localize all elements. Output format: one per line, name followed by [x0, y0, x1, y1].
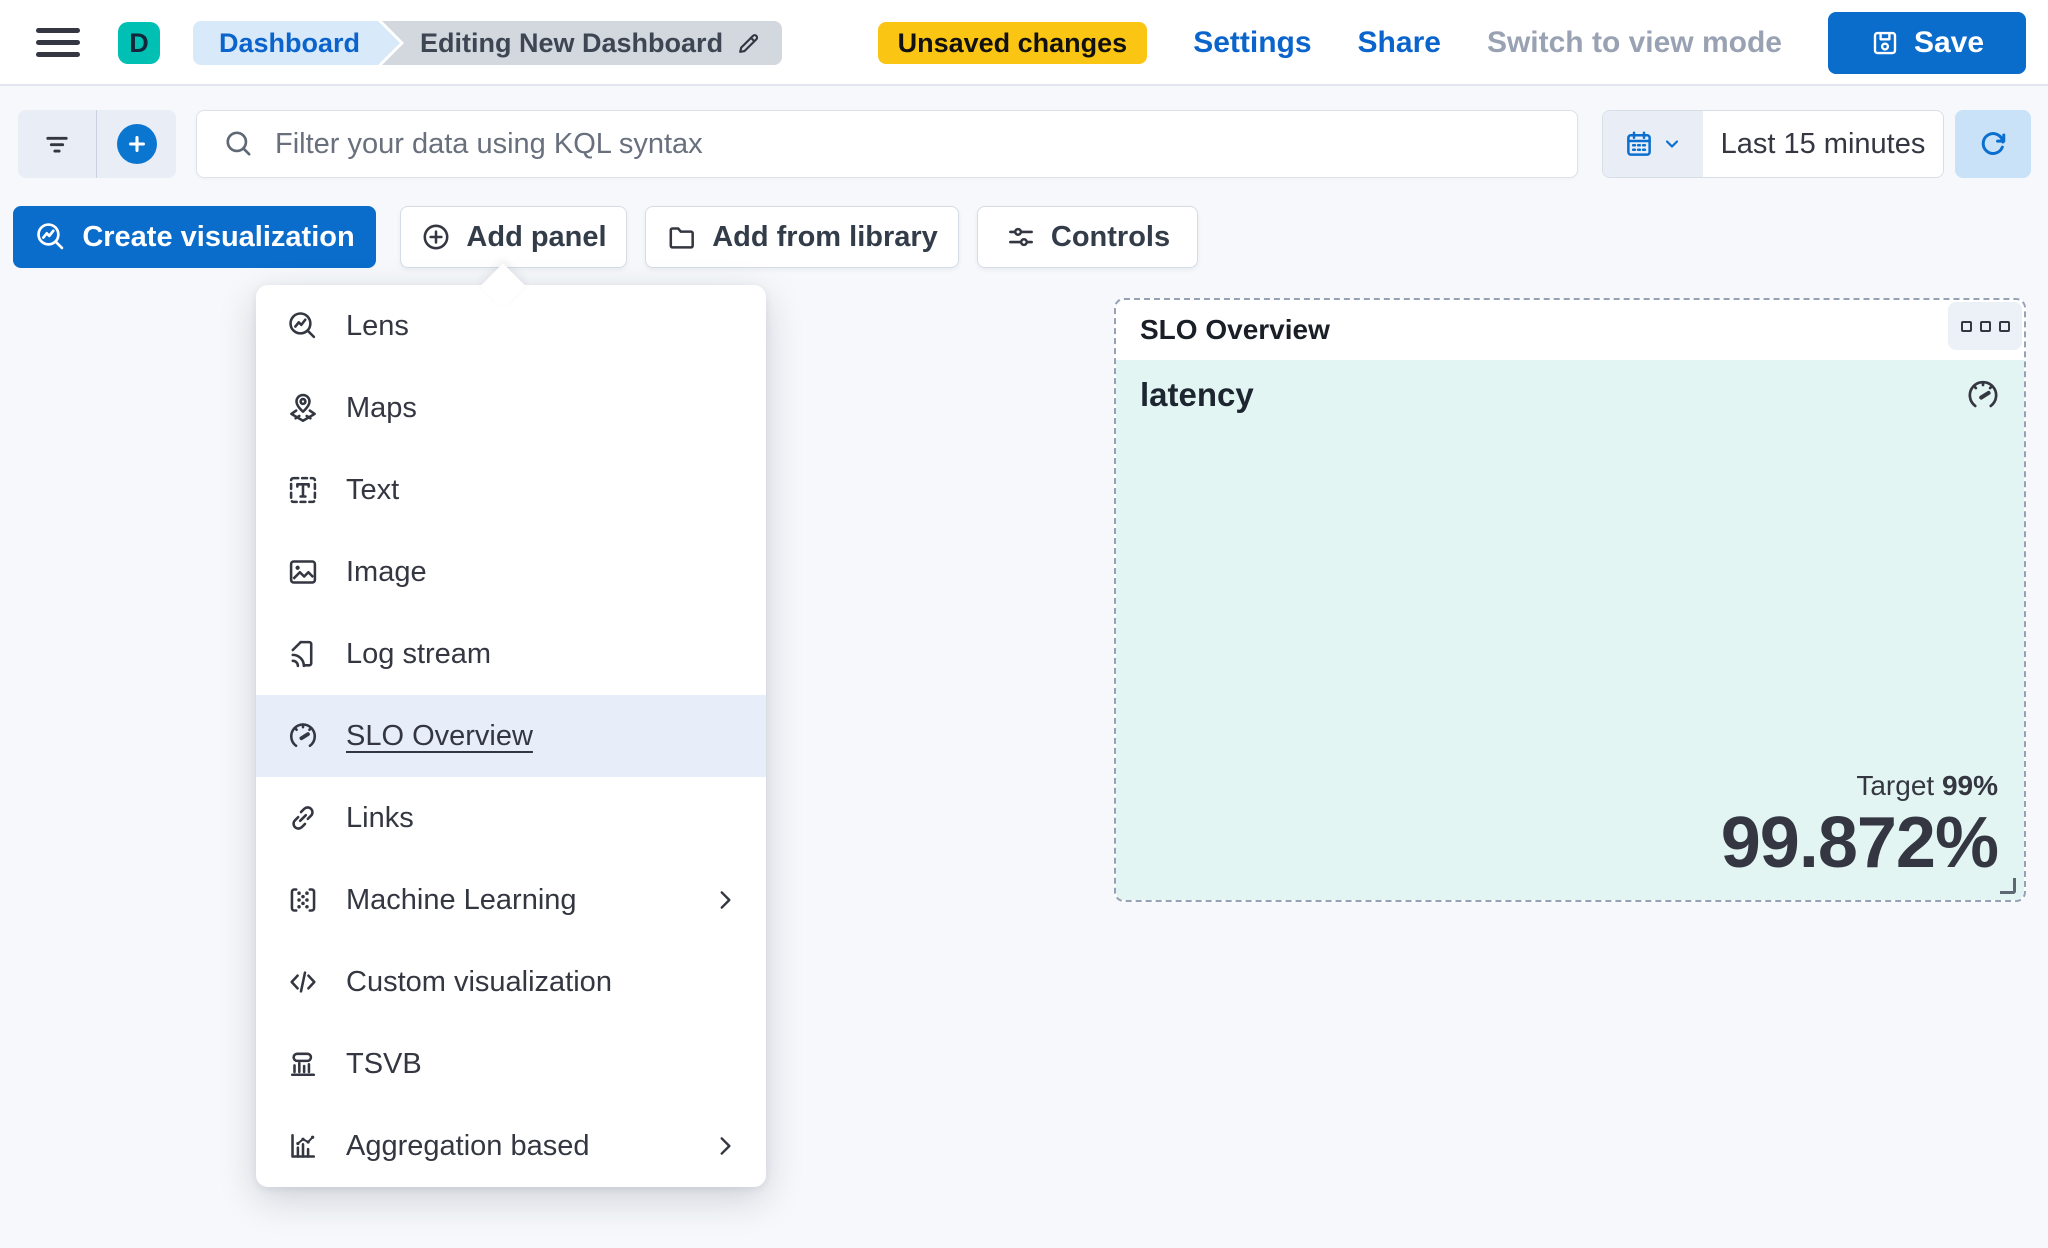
- chevron-right-icon: [720, 891, 731, 909]
- settings-link[interactable]: Settings: [1193, 26, 1312, 59]
- menu-item-slo-overview[interactable]: SLO Overview: [256, 695, 766, 777]
- panel-resize-handle[interactable]: [2000, 878, 2016, 894]
- create-visualization-button[interactable]: Create visualization: [13, 206, 376, 268]
- breadcrumb-current[interactable]: Editing New Dashboard: [374, 21, 783, 65]
- breadcrumb-dashboard[interactable]: Dashboard: [193, 21, 400, 65]
- header-bar: D Dashboard Editing New Dashboard Unsave…: [0, 0, 2048, 86]
- slo-card[interactable]: latency Target 99% 99.872%: [1116, 360, 2024, 900]
- slo-name: latency: [1140, 376, 1254, 413]
- links-icon: [292, 806, 314, 830]
- menu-item-text[interactable]: Text: [256, 449, 766, 531]
- time-range-picker: Last 15 minutes: [1602, 110, 1944, 178]
- menu-item-links[interactable]: Links: [256, 777, 766, 859]
- sli-value: 99.872%: [1720, 803, 1999, 884]
- refresh-button[interactable]: [1955, 110, 2031, 178]
- machine-learning-icon: [290, 888, 316, 912]
- slo-metrics: Target 99% 99.872%: [1720, 770, 1999, 884]
- code-icon: [290, 971, 316, 993]
- filter-controls-group: [18, 110, 176, 178]
- menu-item-machine-learning[interactable]: Machine Learning: [256, 859, 766, 941]
- maps-icon: [290, 393, 316, 423]
- switch-view-mode-link[interactable]: Switch to view mode: [1486, 26, 1782, 59]
- add-control-button[interactable]: [97, 110, 176, 178]
- panel-header: SLO Overview: [1116, 300, 2024, 360]
- folder-icon: [669, 227, 695, 249]
- gauge-icon: [289, 723, 317, 748]
- target-value: 99%: [1941, 770, 1998, 802]
- menu-item-tsvb[interactable]: TSVB: [256, 1023, 766, 1105]
- calendar-icon: [1627, 131, 1651, 156]
- sliders-icon: [1008, 227, 1033, 247]
- share-link[interactable]: Share: [1357, 26, 1441, 59]
- menu-hamburger-icon[interactable]: [36, 28, 80, 57]
- controls-button[interactable]: Controls: [977, 206, 1198, 268]
- unsaved-changes-badge: Unsaved changes: [877, 22, 1148, 64]
- plus-circle-icon: [116, 124, 157, 164]
- save-floppy-icon: [1873, 31, 1897, 55]
- kql-search-bar: [196, 110, 1578, 178]
- add-filter-button[interactable]: [18, 110, 97, 178]
- search-icon: [226, 131, 251, 156]
- menu-item-maps[interactable]: Maps: [256, 367, 766, 449]
- menu-item-log-stream[interactable]: Log stream: [256, 613, 766, 695]
- save-button[interactable]: Save: [1828, 12, 2026, 74]
- boxes-horizontal-icon: [1960, 320, 1972, 332]
- plus-in-circle-icon: [423, 224, 449, 250]
- filter-lines-icon: [46, 136, 68, 153]
- log-stream-icon: [291, 640, 313, 668]
- gauge-icon: [1968, 380, 1998, 408]
- menu-item-aggregation-based[interactable]: Aggregation based: [256, 1105, 766, 1187]
- menu-item-image[interactable]: Image: [256, 531, 766, 613]
- chevron-right-icon: [720, 1137, 731, 1155]
- add-panel-button[interactable]: Add panel: [400, 206, 627, 268]
- lens-icon: [37, 223, 64, 250]
- aggregation-icon: [291, 1133, 316, 1158]
- time-range-value[interactable]: Last 15 minutes: [1720, 127, 1926, 160]
- text-icon: [289, 476, 317, 504]
- add-from-library-button[interactable]: Add from library: [645, 206, 959, 268]
- lens-icon: [289, 312, 316, 339]
- target-label: Target: [1856, 770, 1935, 802]
- chevron-down-icon: [1665, 140, 1679, 148]
- refresh-icon: [1981, 132, 2006, 155]
- menu-item-custom-visualization[interactable]: Custom visualization: [256, 941, 766, 1023]
- kql-search-input[interactable]: [275, 111, 1577, 177]
- add-panel-menu: Lens Maps Text Image Log: [256, 285, 766, 1187]
- slo-overview-panel: SLO Overview latency Target 99% 99.872%: [1114, 298, 2026, 902]
- tsvb-icon: [290, 1052, 316, 1077]
- calendar-dropdown-button[interactable]: [1603, 111, 1703, 177]
- edit-pencil-icon: [739, 33, 759, 53]
- menu-item-lens[interactable]: Lens: [256, 285, 766, 367]
- panel-options-button[interactable]: [1948, 302, 2022, 350]
- breadcrumb: Dashboard Editing New Dashboard: [193, 21, 783, 65]
- image-icon: [289, 560, 317, 584]
- space-avatar[interactable]: D: [118, 22, 160, 64]
- panel-title: SLO Overview: [1140, 314, 1330, 345]
